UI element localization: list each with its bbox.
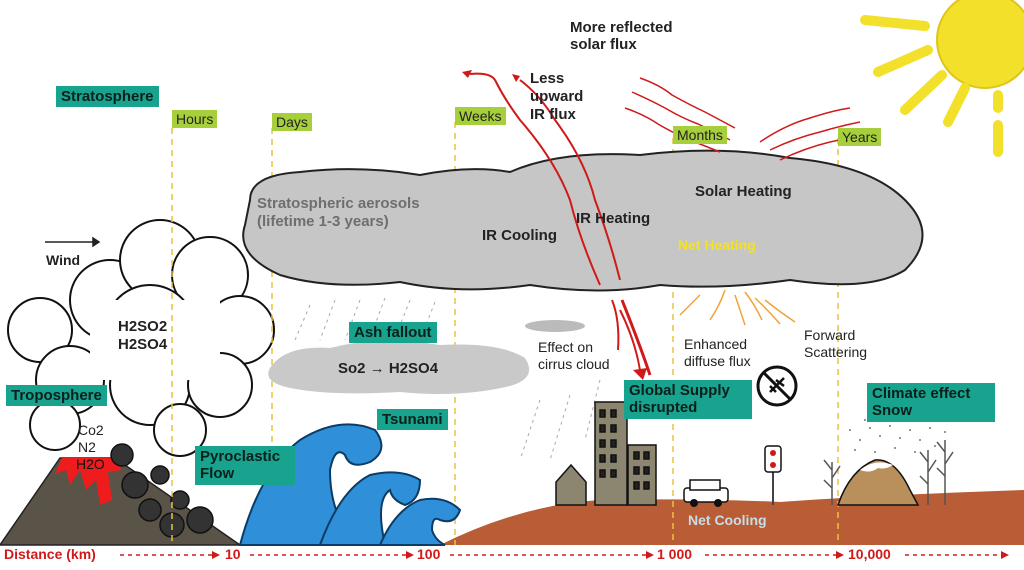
so2-cloud-label: So2 → H2SO4 — [338, 360, 439, 377]
sun-icon — [860, 0, 1024, 157]
distance-tick-10000: 10,000 — [848, 546, 891, 562]
traffic-light-icon — [764, 445, 782, 505]
wind-arrow-icon — [45, 236, 101, 248]
ash-fallout-box: Ash fallout — [349, 322, 437, 344]
reflected-flux-line1: More reflected — [570, 19, 673, 36]
diffuse-flux-line1: Enhanced — [684, 336, 748, 352]
gas-co2: Co2 — [78, 422, 104, 438]
distance-axis-arrowheads — [212, 551, 1009, 559]
timescale-years: Years — [838, 128, 882, 146]
forward-scattering-line1: Forward — [804, 327, 856, 343]
troposphere-label: Troposphere — [6, 385, 107, 407]
less-ir-line1: Less — [530, 70, 565, 87]
city-buildings — [555, 401, 657, 506]
timescale-days: Days — [272, 113, 312, 131]
so2-cloud — [268, 340, 530, 394]
timescale-hours: Hours — [172, 110, 218, 128]
timescale-months: Months — [673, 126, 727, 144]
ir-heating-label: IR Heating — [576, 210, 651, 227]
aerosol-title-line1: Stratospheric aerosols — [257, 195, 420, 212]
snowy-mountain — [836, 459, 920, 506]
tsunami-waves — [238, 423, 462, 546]
distance-axis-title: Distance (km) — [4, 546, 96, 562]
tsunami-box: Tsunami — [377, 409, 448, 431]
net-cooling-label: Net Cooling — [688, 512, 767, 528]
distance-tick-10: 10 — [225, 546, 241, 562]
reflected-flux-line2: solar flux — [570, 36, 637, 53]
diffuse-flux-line2: diffuse flux — [684, 353, 751, 369]
net-heating-label: Net Heating — [678, 237, 756, 253]
bare-trees — [823, 440, 954, 505]
ir-flux-arrows — [469, 72, 652, 376]
distance-tick-1000: 1 000 — [657, 546, 693, 562]
no-flight-icon — [756, 365, 798, 407]
diffuse-scattering-arrows — [679, 289, 796, 326]
gas-n2: N2 — [78, 439, 96, 455]
plume-text-line2: H2SO4 — [118, 336, 168, 353]
solar-heating-label: Solar Heating — [695, 183, 792, 200]
stratospheric-aerosol-cloud — [242, 149, 924, 292]
reflected-solar-flux-arrows — [624, 77, 866, 161]
wind-label: Wind — [46, 252, 81, 268]
ir-arrow-heads — [462, 70, 647, 380]
timescale-weeks: Weeks — [455, 107, 506, 125]
pyroclastic-flow-box: Pyroclastic Flow — [195, 446, 295, 485]
volcanic-boulders — [110, 443, 214, 538]
forward-scattering-line2: Scattering — [804, 344, 868, 360]
car-icon — [683, 479, 729, 507]
ash-fallout-streaks — [294, 297, 601, 461]
distance-tick-100: 100 — [417, 546, 441, 562]
climate-effect-box: Climate effect Snow — [867, 383, 995, 422]
global-supply-box: Global Supply disrupted — [624, 380, 752, 419]
less-ir-line3: IR flux — [530, 106, 576, 123]
gas-h2o: H2O — [76, 456, 105, 472]
less-ir-line2: upward — [530, 88, 584, 105]
plume-text-line1: H2SO2 — [118, 318, 168, 335]
cirrus-label-line2: cirrus cloud — [538, 356, 610, 372]
aerosol-title-line2: (lifetime 1-3 years) — [257, 213, 389, 230]
ir-cooling-label: IR Cooling — [482, 227, 557, 244]
cirrus-cloud — [525, 320, 585, 332]
cirrus-label-line1: Effect on — [538, 339, 594, 355]
stratosphere-label: Stratosphere — [56, 86, 159, 108]
snowfall — [849, 417, 946, 453]
